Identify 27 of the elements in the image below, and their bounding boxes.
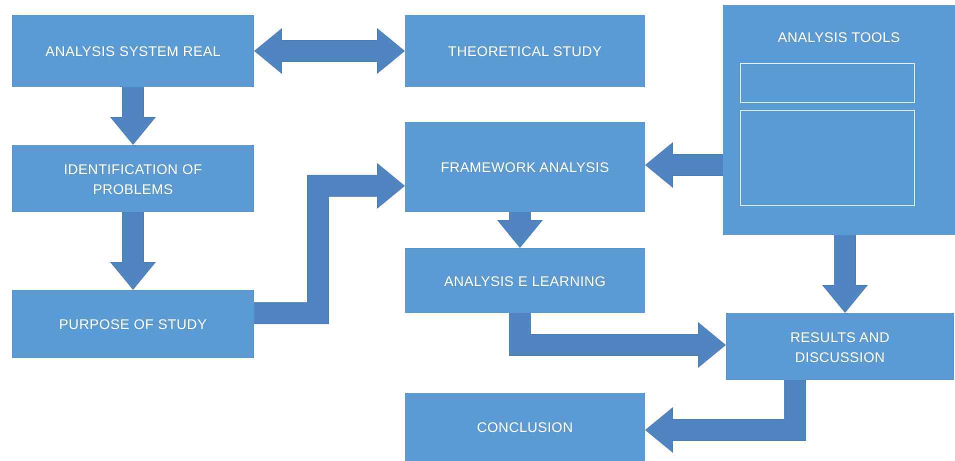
box-label: FRAMEWORK ANALYSIS	[440, 158, 610, 177]
box-label: CONCLUSION	[476, 418, 574, 437]
box-label: IDENTIFICATION OF PROBLEMS	[62, 160, 204, 198]
block-arrow	[496, 212, 543, 248]
block-arrow	[508, 313, 726, 368]
process-box	[405, 248, 645, 313]
process-box	[405, 15, 645, 87]
block-arrow	[110, 212, 156, 290]
box-heading: ANALYSIS TOOLS	[776, 28, 902, 47]
box-label: RESULTS AND DISCUSSION	[789, 328, 891, 366]
process-box	[723, 5, 955, 235]
block-arrow	[254, 28, 405, 74]
process-box	[405, 122, 645, 212]
process-box	[12, 15, 254, 87]
process-box	[405, 393, 645, 461]
box-label: THEORETICAL STUDY	[447, 42, 603, 61]
process-box	[726, 313, 954, 380]
empty-box	[740, 110, 915, 206]
box-label: PURPOSE OF STUDY	[58, 315, 208, 334]
block-arrow	[822, 235, 868, 313]
block-arrow	[110, 87, 156, 145]
box-label: ANALYSIS SYSTEM REAL	[44, 42, 222, 61]
box-label: ANALYSIS E LEARNING	[443, 272, 607, 290]
block-arrow	[645, 142, 723, 188]
process-box	[12, 145, 254, 212]
process-box	[12, 290, 254, 358]
empty-box	[740, 63, 915, 103]
